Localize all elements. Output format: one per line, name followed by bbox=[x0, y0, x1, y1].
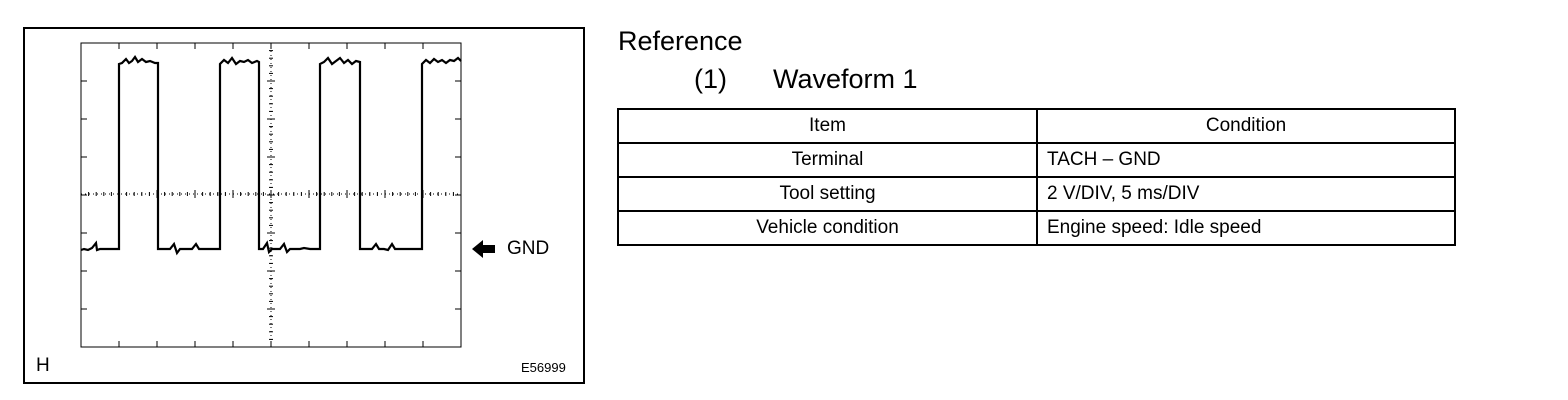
scope-ticks bbox=[81, 43, 461, 347]
row-item: Tool setting bbox=[617, 176, 1038, 212]
header-condition: Condition bbox=[1036, 108, 1456, 144]
condition-table: Item Condition Terminal TACH – GND Tool … bbox=[617, 108, 1456, 246]
oscilloscope-figure bbox=[23, 27, 585, 384]
waveform-number: (1) bbox=[694, 64, 727, 94]
table-row: Tool setting 2 V/DIV, 5 ms/DIV bbox=[617, 176, 1456, 212]
oscilloscope-screen bbox=[80, 42, 495, 348]
table-header-row: Item Condition bbox=[617, 108, 1456, 144]
reference-heading: Reference bbox=[618, 26, 743, 56]
row-condition: Engine speed: Idle speed bbox=[1036, 210, 1456, 246]
row-item: Vehicle condition bbox=[617, 210, 1038, 246]
row-item: Terminal bbox=[617, 142, 1038, 178]
waveform-trace bbox=[80, 55, 462, 256]
panel-letter: H bbox=[36, 355, 50, 376]
waveform-title: Waveform 1 bbox=[773, 64, 918, 94]
figure-id: E56999 bbox=[521, 360, 566, 375]
header-item: Item bbox=[617, 108, 1038, 144]
row-condition: TACH – GND bbox=[1036, 142, 1456, 178]
table-row: Terminal TACH – GND bbox=[617, 142, 1456, 178]
gnd-label: GND bbox=[507, 238, 550, 259]
table-row: Vehicle condition Engine speed: Idle spe… bbox=[617, 210, 1456, 246]
row-condition: 2 V/DIV, 5 ms/DIV bbox=[1036, 176, 1456, 212]
gnd-arrow-icon bbox=[472, 240, 495, 258]
